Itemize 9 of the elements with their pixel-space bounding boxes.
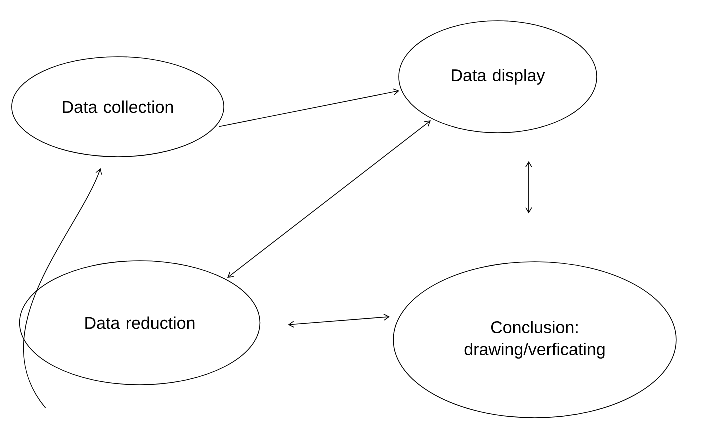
arrow (23, 168, 102, 408)
ellipse-node: Conclusion: drawing/verficating (393, 262, 677, 418)
ellipse-node: Data collection (12, 56, 224, 158)
arrow (218, 88, 400, 128)
arrow (288, 314, 390, 328)
ellipse-node: Data display (398, 20, 598, 134)
arrow (228, 120, 432, 278)
arrow (526, 161, 532, 214)
ellipse-node: Data reduction (19, 260, 261, 386)
